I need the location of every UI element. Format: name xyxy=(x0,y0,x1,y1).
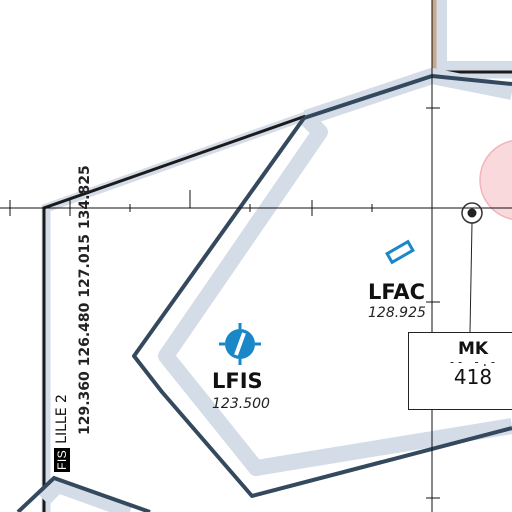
aerodrome-frequency-lfac: 128.925 xyxy=(368,305,426,321)
runway-rectangle-icon[interactable] xyxy=(385,239,415,265)
aerodrome-code-lfac[interactable]: LFAC xyxy=(368,280,425,304)
navaid-frequency: 418 xyxy=(453,365,493,389)
fis-frequencies: 129.360 126.480 127.015 134.825 xyxy=(77,165,93,435)
aerodrome-frequency-lfis: 123.500 xyxy=(212,396,270,412)
navaid-morse: -- -.- xyxy=(448,355,498,369)
navaid-leader-line xyxy=(469,222,473,333)
restricted-area-boundary xyxy=(433,0,512,75)
danger-area-circle xyxy=(479,140,512,220)
runway-circle-icon[interactable] xyxy=(219,323,261,365)
aerodrome-code-lfis[interactable]: LFIS xyxy=(212,369,263,393)
fis-sector-name: LILLE 2 xyxy=(54,394,70,444)
navaid-box[interactable]: MK -- -.- 418 xyxy=(408,332,512,410)
lower-sector-boundary xyxy=(39,477,133,512)
ndb-icon[interactable] xyxy=(461,202,483,224)
fis-sector-label[interactable]: FIS LILLE 2 xyxy=(54,394,70,472)
navaid-ident: MK xyxy=(457,339,489,359)
fis-tag: FIS xyxy=(54,447,70,472)
